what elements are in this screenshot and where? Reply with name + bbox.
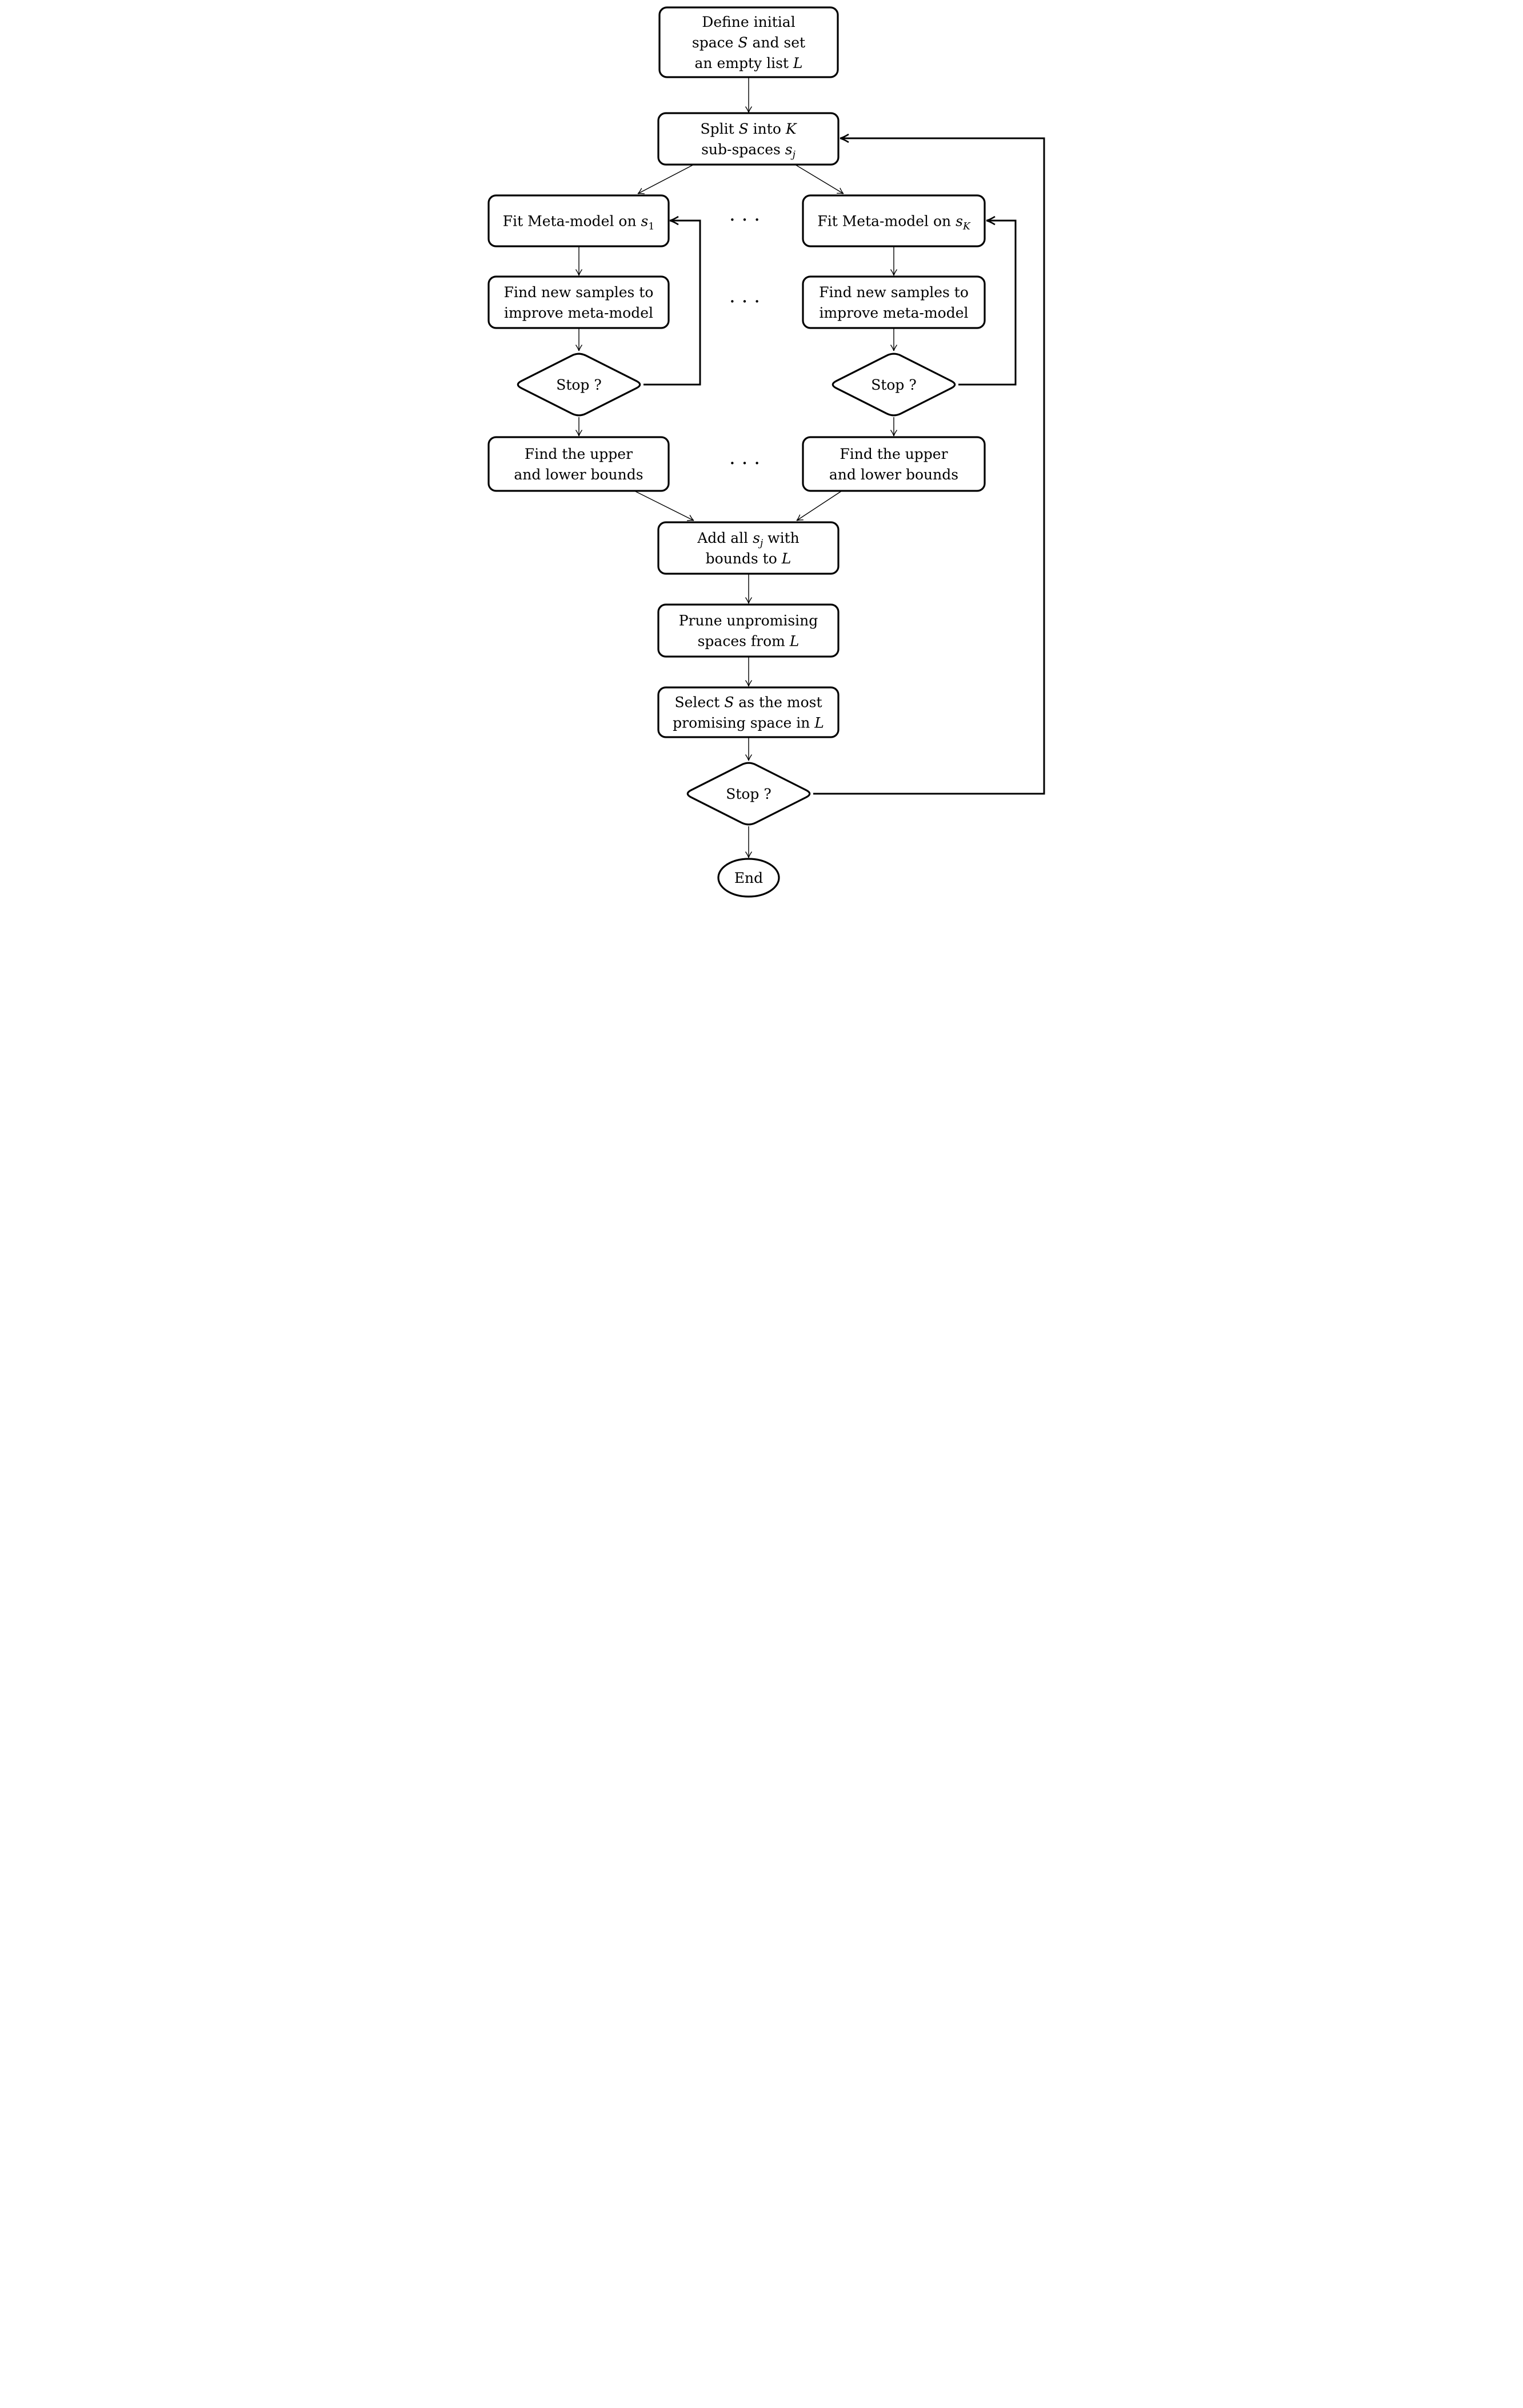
fit-sK-shape [802,194,986,247]
edge-stop-final-to-split [813,133,1045,795]
edge-stop-1-to-fit-s1 [643,215,701,386]
edge-bounds-1-to-add-all [634,490,694,521]
node-fit-sK: Fit Meta-model on sK [802,194,986,247]
node-stop-K: Stop ? [832,353,956,417]
add-all-shape [657,521,840,575]
ellipsis-dots-1: · · · [729,209,760,231]
fit-s1-shape [487,194,670,247]
fit-sK-label: Fit Meta-model on sK [817,213,971,233]
fit-s1-label: Fit Meta-model on s1 [503,213,654,233]
ellipsis-dots-2: · · · [729,290,760,313]
node-fit-s1: Fit Meta-model on s1 [487,194,670,247]
find-samples-1-shape [487,275,670,329]
prune-shape [657,603,840,658]
node-end: End [717,858,780,898]
edge-split-to-fit-sK [796,165,844,194]
end-label: End [734,870,763,886]
edge-stop-K-to-fit-sK [958,215,1017,386]
node-stop-final: Stop ? [686,762,811,826]
find-samples-K-shape [802,275,986,329]
node-stop-1: Stop ? [517,353,641,417]
stop-1-label: Stop ? [556,377,602,393]
bounds-K-shape [802,436,986,492]
bounds-1-shape [487,436,670,492]
stop-1-shape [517,353,641,417]
stop-final-label: Stop ? [726,786,772,802]
edges-layer [575,77,1045,858]
define-initial-shape [658,6,839,78]
edge-bounds-K-to-add-all [796,490,842,521]
select-shape [657,686,840,738]
stop-K-label: Stop ? [871,377,917,393]
split-shape [657,112,840,166]
end-shape [717,858,780,898]
ellipsis-dots-3: · · · [729,452,760,475]
stop-final-shape [686,762,811,826]
ellipsis-layer: · · · · · · · · · [729,209,760,475]
edge-split-to-fit-s1 [637,165,693,194]
stop-K-shape [832,353,956,417]
